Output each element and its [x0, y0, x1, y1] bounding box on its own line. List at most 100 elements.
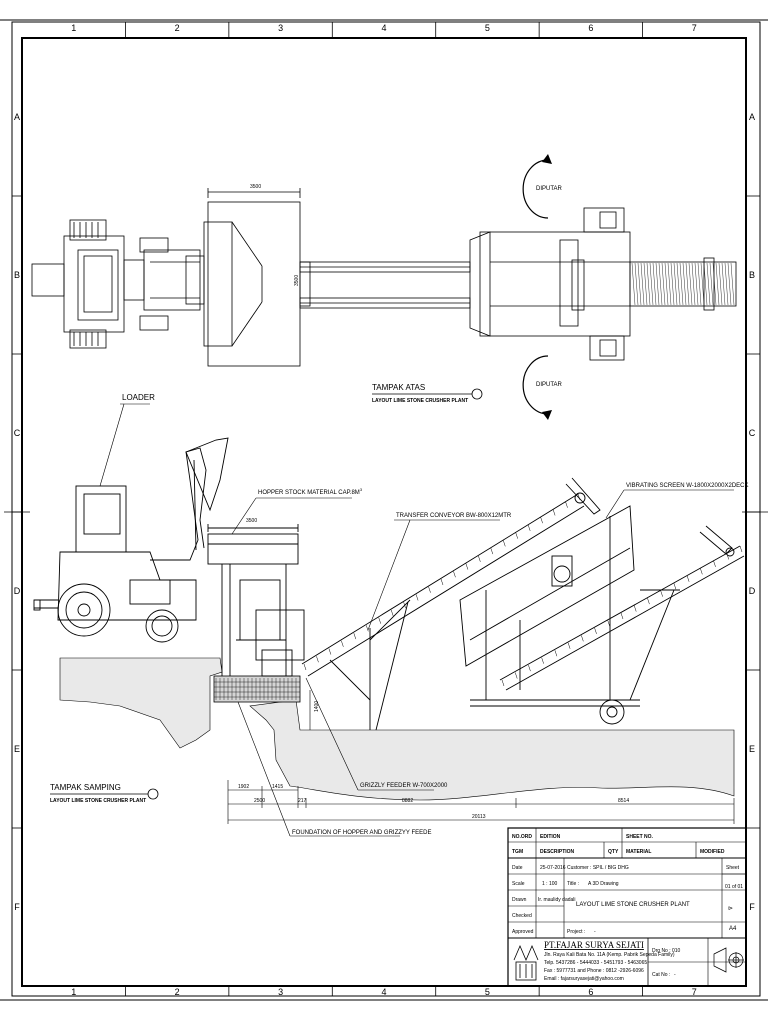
tb-scale-value: 1 : 100: [542, 881, 558, 887]
company-name: PT.FAJAR SURYA SEJATI: [544, 940, 644, 950]
grid-row-label: F: [14, 902, 20, 912]
roller-tick: [554, 650, 558, 657]
grid-row-label: D: [14, 586, 21, 596]
grid-col-label: 3: [278, 987, 283, 997]
tb-date-value: 25-07-2016: [540, 865, 566, 871]
grid-col-label: 7: [692, 987, 697, 997]
side-view-label: TAMPAK SAMPING: [50, 783, 121, 792]
grid-col-label: 3: [278, 23, 283, 33]
ground-left: [59, 657, 223, 749]
hatch-line: [643, 262, 648, 306]
vibrating-screen-side: [459, 505, 745, 725]
roller-tick: [403, 602, 406, 609]
hatch-line: [631, 262, 636, 306]
title-block: [507, 827, 747, 987]
roller-tick: [713, 560, 716, 567]
tb-scale-label: Scale: [512, 881, 525, 887]
grid-col-label: 4: [381, 23, 386, 33]
grid-col-label: 6: [588, 987, 593, 997]
hatch-line: [646, 262, 651, 306]
roller-tick: [594, 627, 597, 634]
hatch-line: [721, 262, 726, 306]
callout-foundation: FOUNDATION OF HOPPER AND GRIZZYY FEEDE: [292, 830, 431, 836]
dim-8882: 8882: [402, 798, 413, 804]
transfer-conveyor-side: [301, 477, 601, 731]
dim-8514: 8514: [618, 798, 629, 804]
hatch-line: [649, 262, 654, 306]
roller-tick: [465, 563, 469, 570]
outer-border: [11, 21, 761, 997]
callout-hopper-sup: 3: [360, 487, 363, 492]
roller-tick: [541, 657, 544, 664]
hatch-line: [730, 262, 735, 306]
hatch-line: [670, 262, 675, 306]
tb-format: A4: [729, 926, 737, 932]
grid-col-label: 2: [175, 987, 180, 997]
tb-sheet-label: Sheet: [726, 865, 740, 871]
roller-tick: [428, 586, 431, 593]
grid-row-label: A: [749, 112, 755, 122]
roller-tick: [528, 665, 531, 672]
company-address-2: Telp. 5437286 - 5444033 - 5451793 - 5463…: [544, 960, 647, 966]
grid-row-label: B: [14, 270, 20, 280]
roller-tick: [739, 545, 743, 553]
roller-tick: [515, 532, 518, 539]
grid-col-label: 7: [692, 23, 697, 33]
grid-row-label: E: [14, 744, 20, 754]
hatch-line: [709, 262, 714, 306]
hatch-line: [658, 262, 663, 306]
roller-tick: [503, 540, 506, 547]
tb-main-title: LAYOUT LIME STONE CRUSHER PLANT: [576, 902, 690, 908]
hatch-line: [652, 262, 657, 306]
top-view-label-bubble: [471, 388, 483, 400]
top-view-label: TAMPAK ATAS: [372, 383, 425, 392]
rotate-arrow-bottom: [522, 355, 549, 415]
top-view-sublabel: LAYOUT LIME STONE CRUSHER PLANT: [372, 398, 468, 404]
tb-edition: EDITION: [540, 834, 561, 840]
callout-feeder: GRIZZLY FEEDER W-700X2000: [360, 783, 448, 789]
drg-value: 010: [672, 948, 681, 954]
roller-tick: [620, 612, 624, 620]
grid-row-label: F: [749, 902, 755, 912]
roller-tick: [565, 501, 568, 508]
company-logo: [513, 944, 539, 981]
roller-tick: [567, 642, 571, 649]
grid-row-label: E: [749, 744, 755, 754]
hatch-line: [673, 262, 678, 306]
roller-tick: [647, 598, 650, 605]
callout-conveyor: TRANSFER CONVEYOR BW-800X12MTR: [396, 513, 512, 519]
roller-tick: [390, 609, 394, 616]
height-dim-side: 1400: [314, 701, 320, 712]
roller-tick: [673, 583, 677, 590]
tb-drawn-label: Drawn: [512, 897, 527, 903]
tb-modified: MODIFIED: [700, 849, 725, 855]
dim-2500: 2500: [254, 798, 265, 804]
cat-label: Cat No :: [652, 972, 670, 978]
hatch-line: [688, 262, 693, 306]
hatch-line: [682, 262, 687, 306]
rotate-arrow-top: [522, 159, 549, 219]
hatch-line: [697, 262, 702, 306]
hatch-line: [727, 262, 732, 306]
hatch-line: [715, 262, 720, 306]
roller-tick: [316, 656, 319, 663]
tb-project-value: -: [594, 929, 596, 935]
grid-col-label: 6: [588, 23, 593, 33]
hatch-line: [694, 262, 699, 306]
roller-tick: [581, 635, 584, 642]
drg-label: Drg No :: [652, 948, 671, 954]
rotate-arrowhead-top: [542, 154, 552, 164]
roller-tick: [478, 555, 481, 562]
hopper-depth-dim-top: 3500: [294, 275, 300, 286]
hopper-dim-side: 3500: [246, 518, 257, 524]
tb-sheet-count: 01 of 01: [725, 884, 743, 890]
tb-project-label: Project :: [567, 929, 585, 935]
roller-tick: [415, 594, 419, 601]
grid-row-label: B: [749, 270, 755, 280]
roller-tick: [552, 509, 556, 516]
dimension-lines: [227, 690, 735, 824]
roller-tick: [378, 617, 381, 624]
output-belt-hatch: [631, 262, 735, 306]
callout-screen: VIBRATING SCREEN W-1800X2000X2DECK: [626, 483, 749, 489]
